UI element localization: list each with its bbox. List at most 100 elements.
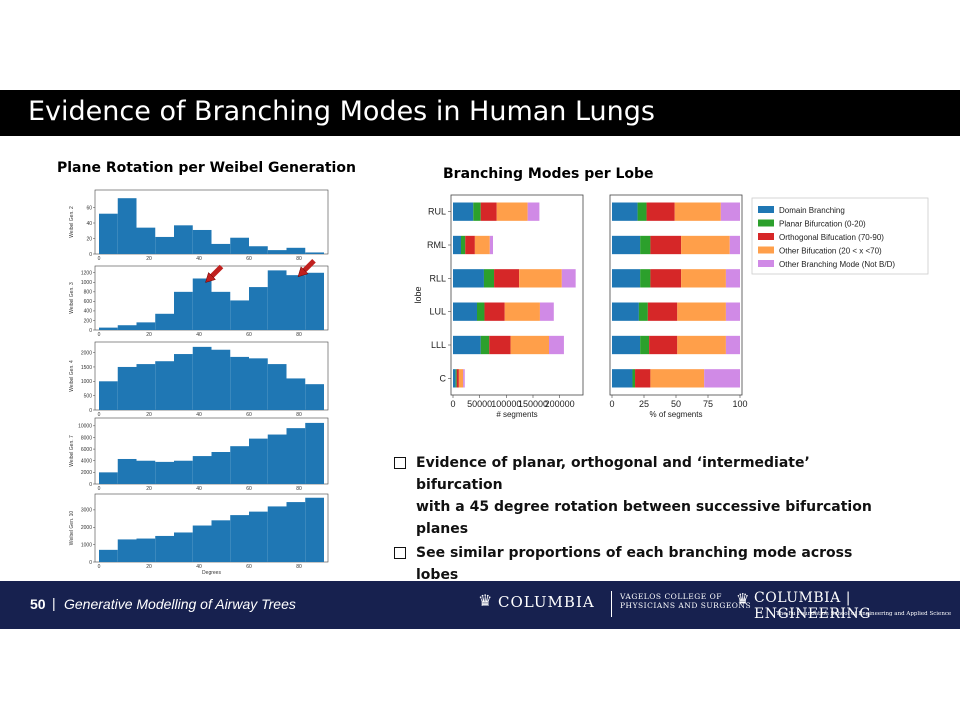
y-tick-label: 4000 [81, 459, 92, 465]
stacked-bar-segment [650, 369, 705, 388]
category-label: RUL [428, 207, 446, 217]
stacked-bar-segment [632, 369, 636, 388]
stacked-bar-segment [640, 235, 651, 255]
y-tick-label: 800 [84, 290, 93, 296]
stacked-bar-segment [453, 335, 481, 355]
histogram-bar [136, 538, 156, 562]
y-tick-label: 400 [84, 309, 93, 315]
histogram-bar [249, 287, 268, 330]
histogram-bar [230, 356, 249, 410]
x-tick-label: 0 [98, 486, 101, 492]
histogram-bar [230, 446, 249, 484]
stacked-bar-segment [527, 202, 540, 221]
y-tick-label: 2000 [81, 470, 92, 476]
histogram-bar [136, 322, 156, 330]
histogram-bar [155, 313, 174, 330]
stacked-bar-segment [640, 269, 651, 288]
histogram-bar [267, 270, 287, 330]
stacked-bar-segment [504, 302, 540, 321]
x-tick-label: 100000 [491, 399, 521, 409]
footer-separator: | [52, 595, 56, 611]
stacked-bar-segment [612, 302, 639, 321]
x-tick-label: 0 [450, 399, 455, 409]
y-tick-label: 1500 [81, 365, 92, 371]
x-tick-label: 80 [296, 564, 302, 570]
stacked-bar-segment [453, 302, 477, 321]
category-label: RLL [429, 273, 446, 283]
x-tick-label: 50 [671, 399, 681, 409]
stacked-bar-segment [473, 202, 481, 221]
stacked-bar-segment [461, 235, 466, 255]
x-tick-label: 80 [296, 486, 302, 492]
histogram-bar [211, 243, 231, 254]
x-tick-label: 40 [196, 564, 202, 570]
x-tick-label: 0 [98, 256, 101, 262]
crown-icon: ♛ [478, 593, 493, 610]
stacked-bar-segments-chart [448, 194, 584, 398]
stacked-bar-segment [612, 269, 641, 288]
stacked-bar-segment [561, 269, 576, 288]
red-arrow-head-icon [297, 266, 309, 278]
y-axis-label: Weibel Gen. 4 [69, 360, 75, 392]
x-tick-label: 40 [196, 332, 202, 338]
y-axis-label: Weibel Gen. 10 [69, 511, 75, 546]
legend-entry: Other Branching Mode (Not B/D) [779, 260, 895, 269]
y-tick-label: 0 [89, 408, 92, 414]
y-tick-label: 20 [86, 236, 92, 242]
stacked-bar-segment [489, 335, 511, 355]
legend-entry: Orthogonal Bifucation (70-90) [779, 233, 884, 242]
y-axis-label: Weibel Gen. 2 [69, 206, 75, 238]
y-tick-label: 60 [86, 205, 92, 211]
histogram-bar [249, 358, 268, 410]
left-chart-heading: Plane Rotation per Weibel Generation [57, 160, 356, 176]
category-label: RML [427, 240, 446, 250]
legend-swatch [758, 246, 774, 254]
legend-entry: Domain Branching [779, 206, 845, 215]
stacked-bar-segment [677, 335, 726, 355]
x-tick-label: 0 [98, 332, 101, 338]
y-tick-label: 600 [84, 299, 93, 305]
histogram-bar [155, 535, 174, 562]
histogram-bar [249, 246, 268, 254]
x-tick-label: 50000 [467, 399, 492, 409]
stacked-bar-segment [484, 302, 505, 321]
y-tick-label: 3000 [81, 508, 92, 514]
chart-frame [450, 194, 584, 396]
histogram-weibel-gen-3 [93, 341, 329, 411]
histogram-bar [117, 198, 137, 254]
x-tick-label: 60 [246, 564, 252, 570]
x-tick-label: 20 [146, 332, 152, 338]
bullet-1-text-a: Evidence of planar, orthogonal and [416, 455, 697, 471]
y-tick-label: 0 [89, 482, 92, 488]
y-tick-label: 1000 [81, 542, 92, 548]
histogram-bar [211, 349, 231, 410]
vagelos-logo: VAGELOS COLLEGE OF PHYSICIANS AND SURGEO… [620, 592, 751, 610]
histogram-bar [267, 434, 287, 484]
columbia-logo-text: COLUMBIA [498, 593, 595, 611]
stacked-bar-segment [453, 202, 474, 221]
fu-foundation-text: The Fu Foundation School of Engineering … [776, 611, 952, 617]
bullet-item-2: See similar proportions of each branchin… [392, 542, 892, 586]
histogram-bar [192, 456, 212, 484]
stacked-bar-segment [674, 202, 721, 221]
bullet-1-text-e: planes [416, 521, 469, 537]
histogram-weibel-gen-2 [93, 259, 329, 331]
x-tick-label: 20 [146, 256, 152, 262]
histogram-bar [211, 520, 231, 562]
x-tick-label: 40 [196, 486, 202, 492]
stacked-bar-segment [453, 369, 456, 388]
histogram-bar [267, 250, 287, 254]
histogram-bar [267, 506, 287, 562]
x-tick-label: 40 [196, 256, 202, 262]
stacked-bar-segment [704, 369, 740, 388]
stacked-bar-segment [729, 235, 740, 255]
histogram-weibel-gen-4 [93, 417, 329, 485]
y-tick-label: 2000 [81, 525, 92, 531]
histogram-bar [99, 213, 118, 254]
stacked-bar-segment [474, 235, 490, 255]
category-label: LLL [431, 340, 446, 350]
y-tick-label: 0 [89, 252, 92, 258]
chart-legend [751, 197, 929, 275]
stacked-bar-segment [725, 302, 740, 321]
